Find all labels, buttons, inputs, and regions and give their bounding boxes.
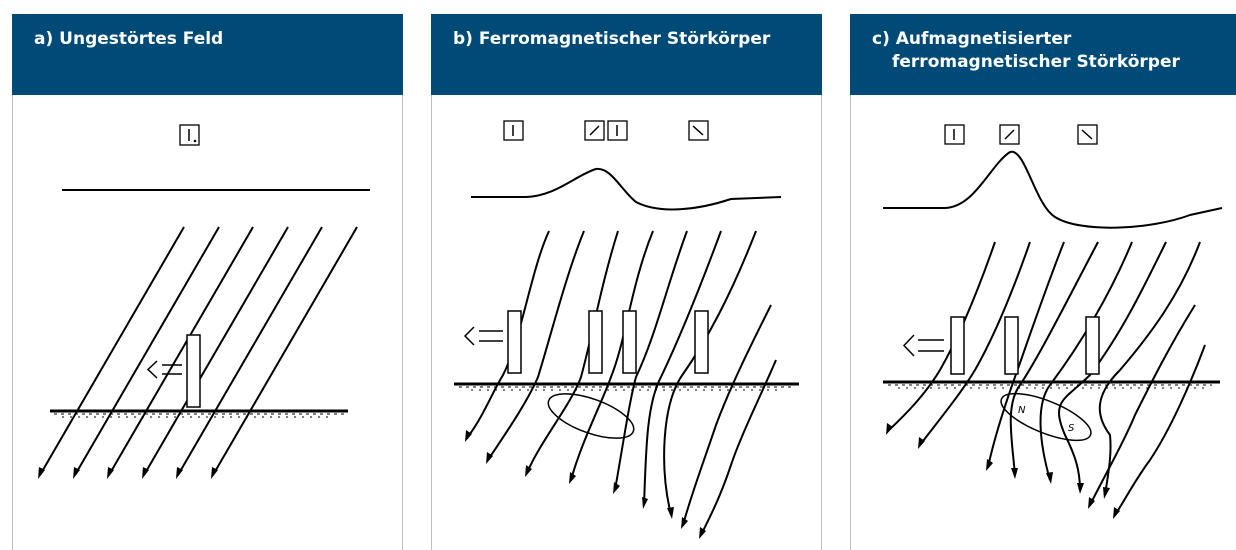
- sensor-icon-1: [944, 124, 965, 145]
- sensor-icon-2: [999, 124, 1020, 145]
- ground-surface: [454, 382, 799, 391]
- compass-needle-2: [588, 310, 603, 374]
- magnetized-buried-object: [1000, 392, 1092, 442]
- panel-title: b) Ferromagnetischer Störkörper: [453, 29, 771, 49]
- panel-header: b) Ferromagnetischer Störkörper: [431, 14, 822, 95]
- sensor-icon-4: [688, 120, 709, 141]
- compass-needle: [186, 334, 201, 408]
- compass-needle-2: [1004, 316, 1019, 375]
- panel-header: a) Ungestörtes Feld: [12, 14, 403, 95]
- movement-arrow-icon: [146, 360, 182, 379]
- compass-needle-1: [507, 310, 522, 374]
- arrow-heads: [886, 423, 1120, 519]
- field-lines: [39, 226, 358, 476]
- panel-title: c) Aufmagnetisierter: [872, 29, 1072, 49]
- compass-needle-3: [1085, 316, 1100, 375]
- panel-undisturbed-field: a) Ungestörtes Feld: [12, 14, 403, 550]
- north-pole-label: N: [1018, 405, 1026, 416]
- sensor-icon-1: [503, 120, 524, 141]
- sensor-icon-3: [1077, 124, 1098, 145]
- compass-needle-3: [622, 310, 637, 374]
- diagram-undisturbed-field: [38, 124, 370, 479]
- anomaly-signal-curve: [883, 150, 1223, 229]
- anomaly-signal-curve: [471, 167, 782, 211]
- ground-surface: [50, 409, 348, 418]
- panel-ferromagnetic-body: b) Ferromagnetischer Störkörper: [431, 14, 822, 550]
- sensor-icon-1: [179, 124, 200, 146]
- movement-arrow-icon: [463, 326, 503, 346]
- buried-ferromagnetic-object: [547, 393, 635, 439]
- ground-surface: [883, 380, 1220, 389]
- panel-title-line-2: ferromagnetischer Störkörper: [892, 52, 1180, 72]
- arrow-heads: [465, 430, 706, 539]
- diagram-ferromagnetic-body: [454, 120, 799, 539]
- arrow-heads: [38, 467, 218, 479]
- sensor-icon-2: [584, 120, 605, 141]
- south-pole-label: S: [1068, 423, 1075, 434]
- panel-header: c) Aufmagnetisierter ferromagnetischer S…: [850, 14, 1236, 95]
- sensor-icon-3: [607, 120, 628, 141]
- compass-needle-1: [950, 316, 965, 375]
- compass-needle-4: [694, 310, 709, 374]
- diagram-magnetized-ferromagnetic-body: N S: [883, 124, 1223, 519]
- panel-title: a) Ungestörtes Feld: [34, 29, 224, 49]
- panel-magnetized-ferromagnetic-body: c) Aufmagnetisierter ferromagnetischer S…: [850, 14, 1236, 550]
- movement-arrow-icon: [902, 334, 944, 357]
- field-lines: [466, 230, 777, 536]
